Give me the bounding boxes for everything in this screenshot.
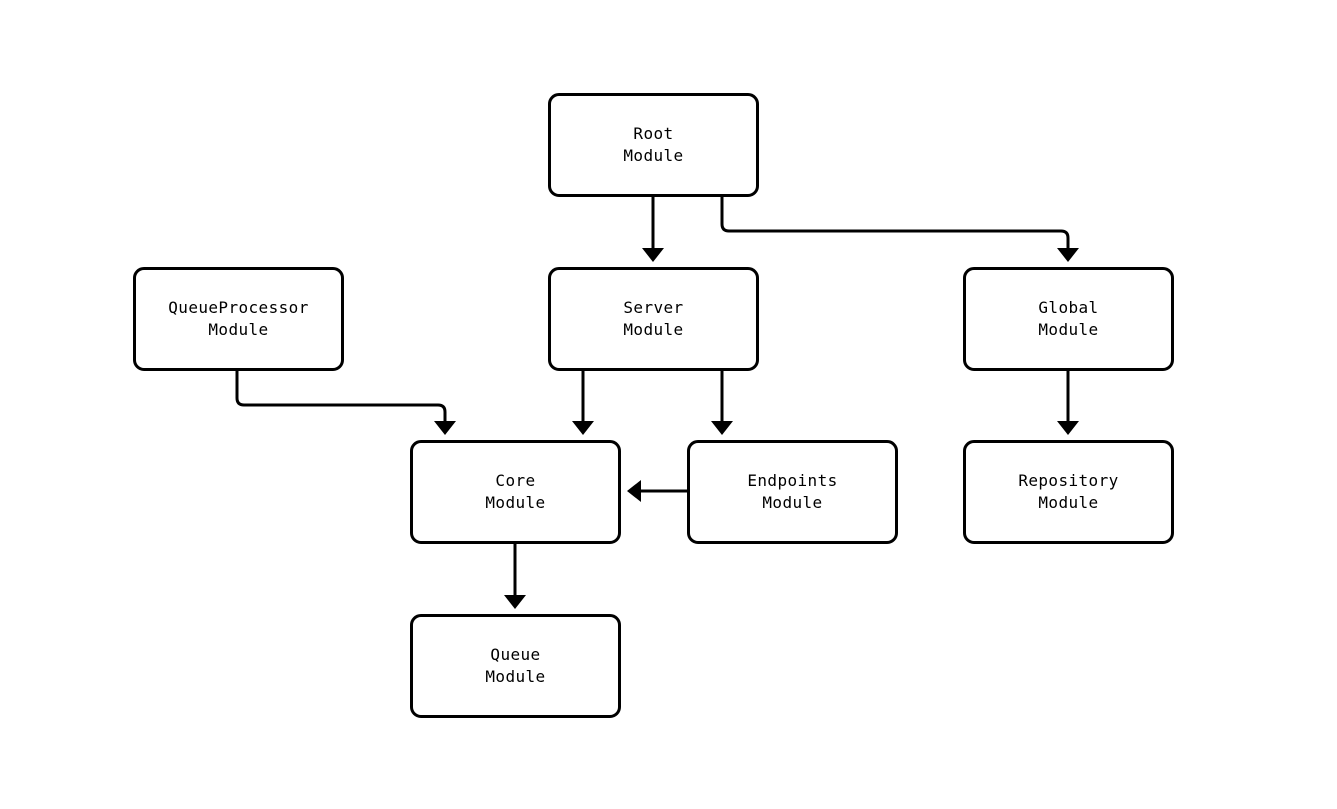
node-queueprocessor-line2: Module: [208, 320, 269, 339]
node-queue[interactable]: Queue Module: [410, 614, 621, 718]
node-global[interactable]: Global Module: [963, 267, 1174, 371]
edge-root-to-global: [720, 197, 1070, 255]
node-repository-line1: Repository: [1018, 471, 1119, 490]
arrowhead-server-to-endpoints: [711, 421, 733, 435]
arrowhead-server-to-core: [572, 421, 594, 435]
node-server-line2: Module: [623, 320, 684, 339]
node-root-line2: Module: [623, 146, 684, 165]
arrowhead-core-to-queue: [504, 595, 526, 609]
arrowhead-queueprocessor-to-core: [434, 421, 456, 435]
arrowhead-root-to-global: [1057, 248, 1079, 262]
node-queueprocessor-line1: QueueProcessor: [168, 298, 309, 317]
edge-queueprocessor-to-core: [235, 371, 447, 428]
node-root[interactable]: Root Module: [548, 93, 759, 197]
node-core[interactable]: Core Module: [410, 440, 621, 544]
node-queue-line1: Queue: [490, 645, 541, 664]
node-global-line1: Global: [1038, 298, 1099, 317]
arrowhead-root-to-server: [642, 248, 664, 262]
node-endpoints-line2: Module: [762, 493, 823, 512]
node-queue-line2: Module: [485, 667, 546, 686]
node-root-line1: Root: [633, 124, 674, 143]
node-endpoints[interactable]: Endpoints Module: [687, 440, 898, 544]
node-global-line2: Module: [1038, 320, 1099, 339]
node-server-line1: Server: [623, 298, 684, 317]
arrowhead-endpoints-to-core: [627, 480, 641, 502]
node-core-line2: Module: [485, 493, 546, 512]
node-core-line1: Core: [495, 471, 536, 490]
node-server[interactable]: Server Module: [548, 267, 759, 371]
arrowhead-global-to-repository: [1057, 421, 1079, 435]
node-repository-line2: Module: [1038, 493, 1099, 512]
node-queueprocessor[interactable]: QueueProcessor Module: [133, 267, 344, 371]
node-endpoints-line1: Endpoints: [747, 471, 838, 490]
node-repository[interactable]: Repository Module: [963, 440, 1174, 544]
